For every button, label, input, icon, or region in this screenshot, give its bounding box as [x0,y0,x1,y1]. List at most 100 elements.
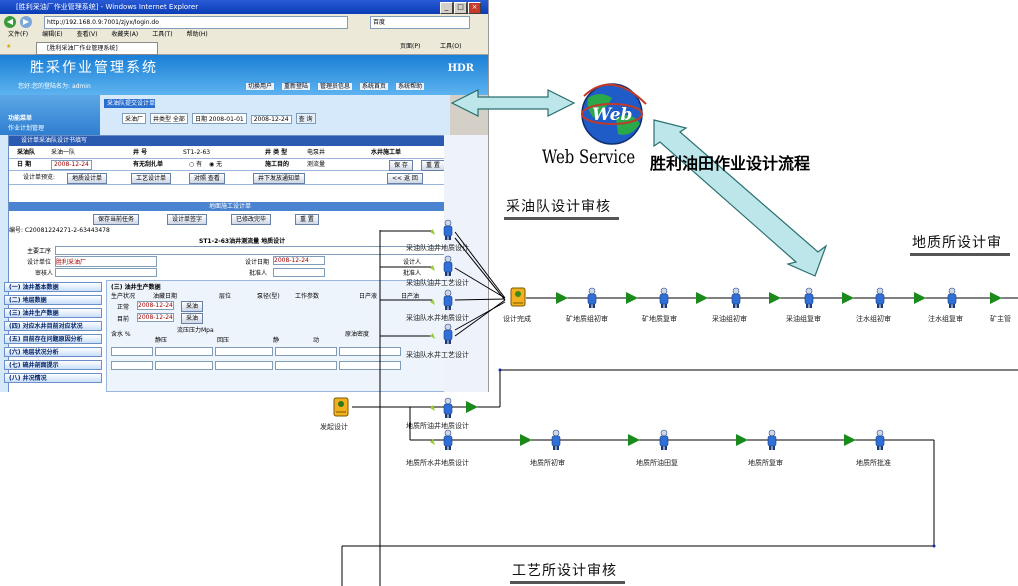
review-node-6[interactable] [947,287,957,309]
home-link[interactable]: 系统首页 [360,83,389,90]
radio-yes[interactable]: ○ 有 [189,161,203,168]
return-button[interactable]: << 返 回 [387,173,423,184]
save-button[interactable]: 保 存 [389,160,413,171]
prod-input-5[interactable] [339,347,401,356]
start-node[interactable] [333,397,349,417]
row-current-date[interactable]: 2008-12-24 [137,313,174,322]
craft-sheet-button[interactable]: 工艺设计单 [131,173,172,184]
geo-review-node-3[interactable] [767,429,777,451]
notice-button[interactable]: 井下发放通知单 [253,173,306,184]
compare-button[interactable]: 对照 查看 [189,173,225,184]
geo-oil-label: 地质所油井地质设计 [406,422,469,430]
date-input[interactable]: 2008-12-24 [51,160,92,170]
radio-no[interactable]: ◉ 无 [209,161,223,168]
modified-button[interactable]: 已修改完毕 [231,214,272,225]
design-unit-input[interactable]: 胜利采油厂 [55,256,157,267]
review-node-4[interactable] [804,287,814,309]
stack-node-3[interactable] [430,289,453,311]
relogin-link[interactable]: 重新登陆 [282,83,311,90]
prod-input-8[interactable] [215,361,273,370]
nav-profile-hint[interactable]: (七) 硫井剖面提示 [4,360,102,370]
tools-menu[interactable]: 工具(O) [440,43,462,50]
address-field[interactable]: http://192.168.0.9:7001/zjyx/login.do [44,16,348,29]
nav-basic-data[interactable]: (一) 油井基本数据 [4,282,102,292]
menu-help[interactable]: 帮助(H) [186,31,208,38]
prod-input-1[interactable] [111,347,153,356]
stack-node-2[interactable] [430,255,453,277]
stack-label-3: 采油队水井地质设计 [406,314,469,322]
prod-input-7[interactable] [155,361,213,370]
menu-tools[interactable]: 工具(T) [152,31,173,38]
geo-review-node-4[interactable] [875,429,885,451]
nav-well-condition[interactable]: (八) 井况情况 [4,373,102,383]
close-button[interactable]: × [468,2,481,14]
prod-input-3[interactable] [215,347,273,356]
favorites-star-icon[interactable]: ★ [6,43,12,50]
nav-stratum-data[interactable]: (二) 地层数据 [4,295,102,305]
forward-icon[interactable]: ▶ [20,16,32,28]
menu-file[interactable]: 文件(F) [8,31,29,38]
row-current-button[interactable]: 采油 [181,313,204,324]
prod-input-9[interactable] [275,361,337,370]
filter-date-from[interactable]: 日期 2008-01-01 [191,113,247,124]
browser-tab[interactable]: [胜利采油厂作业管理系统] [36,42,158,55]
search-input[interactable]: 百度 [370,16,470,29]
doc-number: 编号: C20081224271-2-63443478 [9,227,110,234]
converge-line-1 [454,231,506,299]
reviewer-input[interactable] [55,268,157,277]
top-label-3: 采油组初审 [712,315,747,323]
row-normal-button[interactable]: 采油 [181,301,204,312]
review-node-5[interactable] [875,287,885,309]
prod-input-2[interactable] [155,347,213,356]
design-date-input[interactable]: 2008-12-24 [273,256,325,265]
nav-problem-analysis[interactable]: (五) 目前存在问题原因分析 [4,334,102,344]
geo-water-node[interactable] [430,429,453,451]
menu-edit[interactable]: 编辑(E) [42,31,63,38]
page-menu[interactable]: 页面(P) [400,43,421,50]
menu-favorites[interactable]: 收藏夹(A) [111,31,139,38]
col-oil: 日产油 [401,293,420,300]
sidebar-item-plan[interactable]: 作业计划管理 [8,125,45,132]
bottom-row-arrows [466,401,856,446]
geo-oil-node[interactable] [430,397,453,419]
filter-tab[interactable]: 采油队提交设计单 [104,99,155,108]
help-link[interactable]: 系统帮助 [396,83,425,90]
geo-review-node-1[interactable] [551,429,561,451]
prod-input-4[interactable] [275,347,337,356]
water-order-label: 水井施工单 [371,149,402,156]
admin-info-link[interactable]: 管理员信息 [318,83,353,90]
review-node-2[interactable] [659,287,669,309]
col-layer: 层位 [219,293,232,300]
save-task-button[interactable]: 保存当前任务 [93,214,140,225]
row-normal-date[interactable]: 2008-12-24 [137,301,174,310]
query-button[interactable]: 查 询 [295,113,316,124]
sidebar-strip [0,135,8,392]
sub-pressure: 流压压力Mpa [177,327,214,334]
prod-input-10[interactable] [339,361,401,370]
sign-button[interactable]: 设计单签字 [167,214,208,225]
bottom-label-4: 地质所批准 [856,459,891,467]
nav-water-status[interactable]: (四) 对应水井目前对应状况 [4,321,102,331]
stack-node-4[interactable] [430,323,453,345]
nav-production-data[interactable]: (三) 油井生产数据 [4,308,102,318]
geo-review-node-2[interactable] [659,429,669,451]
switch-user-link[interactable]: 切换用户 [246,83,275,90]
filter-plant[interactable]: 采油厂 [122,113,147,124]
nav-stratum-analysis[interactable]: (六) 地层状况分析 [4,347,102,357]
filter-date-to[interactable]: 2008-12-24 [250,115,292,124]
back-icon[interactable]: ◀ [4,16,16,28]
maximize-button[interactable]: □ [454,2,467,14]
design-complete-node[interactable] [510,287,526,307]
well-label: 井 号 [133,149,148,156]
top-label-1: 矿地质组初审 [566,315,608,323]
stack-node-1[interactable] [430,219,453,241]
minimize-button[interactable]: _ [440,2,453,14]
menu-view[interactable]: 查看(V) [76,31,98,38]
reset2-button[interactable]: 重 置 [295,214,319,225]
filter-well-type[interactable]: 井类型 全部 [150,113,188,124]
prod-input-6[interactable] [111,361,153,370]
review-node-1[interactable] [587,287,597,309]
approver-input[interactable] [273,268,325,277]
geology-sheet-button[interactable]: 地质设计单 [67,173,108,184]
review-node-3[interactable] [731,287,741,309]
